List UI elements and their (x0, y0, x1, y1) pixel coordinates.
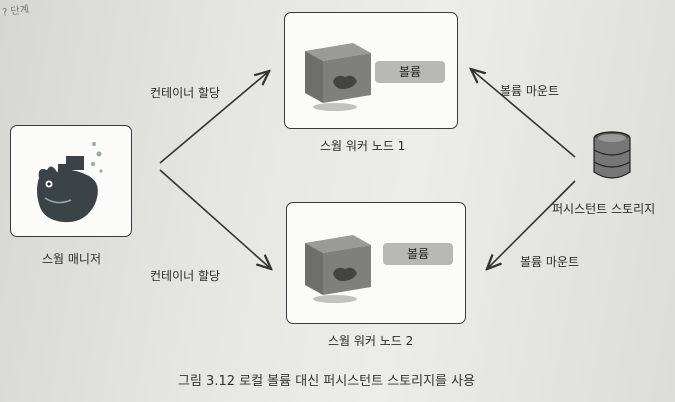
container-icon (305, 43, 371, 111)
worker-1-volume: 볼륨 (375, 61, 445, 83)
docker-whale-icon (37, 142, 103, 223)
arrow-assign-worker2 (159, 169, 270, 268)
mount-bottom-label: 볼륨 마운트 (520, 255, 580, 269)
swarm-manager-box (10, 125, 132, 237)
swarm-manager-label: 스웜 매니저 (42, 252, 102, 266)
worker-node-2-box: 볼륨 (286, 202, 466, 324)
assign-top-label: 컨테이너 할당 (150, 86, 221, 100)
figure-caption: 그림 3.12 로컬 볼륨 대신 퍼시스턴트 스토리지를 사용 (178, 374, 476, 389)
arrow-assign-worker1 (159, 72, 268, 164)
assign-bottom-label: 컨테이너 할당 (150, 269, 221, 283)
container-icon (305, 235, 371, 303)
arrow-mount-worker1 (472, 70, 576, 158)
database-icon (593, 131, 631, 179)
arrow-mount-worker2 (488, 180, 576, 268)
worker-2-volume: 볼륨 (383, 243, 453, 265)
worker-node-2-label: 스웜 워커 노드 2 (328, 334, 414, 348)
worker-node-1-label: 스웜 워커 노드 1 (320, 139, 406, 153)
persistent-storage-label: 퍼시스턴트 스토리지 (552, 202, 656, 216)
mount-top-label: 볼륨 마운트 (500, 84, 560, 98)
worker-node-1-box: 볼륨 (284, 12, 458, 129)
